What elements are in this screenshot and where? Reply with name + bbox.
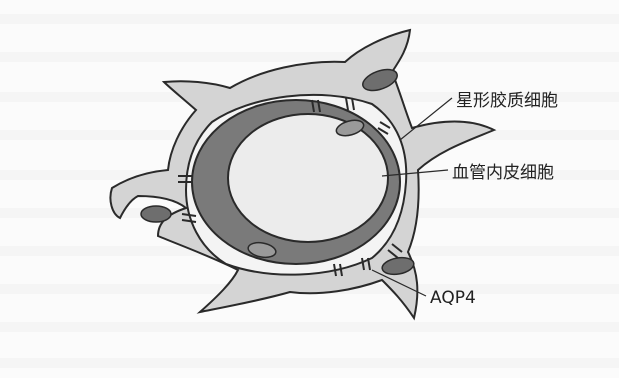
endothelial-label: 血管内皮细胞: [452, 158, 554, 183]
vessel-lumen: [228, 114, 388, 242]
astrocyte-label: 星形胶质细胞: [456, 86, 558, 111]
astrocyte-nucleus: [141, 206, 171, 222]
aqp4-label: AQP4: [430, 288, 476, 308]
